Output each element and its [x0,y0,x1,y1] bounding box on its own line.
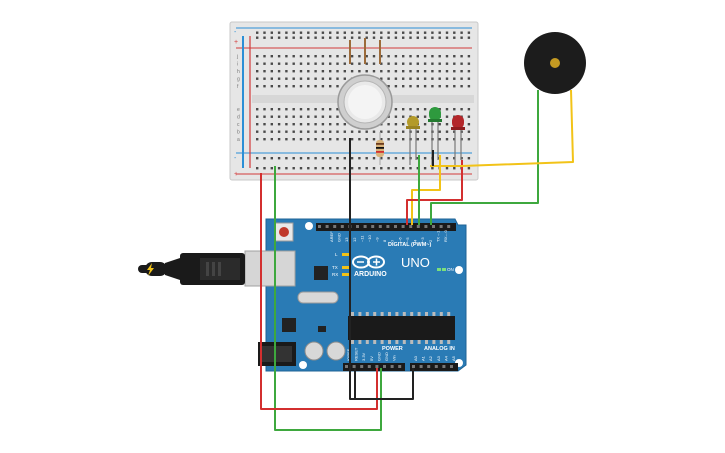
pin-label: ~6 [397,237,402,242]
pin-label: AREF [329,231,334,242]
pin-label: A2 [428,355,433,361]
rail-minus-label-bottom: - [234,155,237,162]
reset-button[interactable] [274,222,294,242]
pin-label: 7 [390,239,395,242]
wire-yellow-buzzer [430,89,574,167]
wire-red-power [260,173,378,410]
pin-label: RESET [354,347,359,361]
led-tx-label: TX [332,265,338,270]
wire-yellow-led [411,155,441,225]
usb-port [244,250,296,287]
power-header[interactable] [343,363,405,371]
pin-label: GND [376,352,381,361]
pin-label: 2 [428,239,433,242]
row-letter: e [237,107,240,113]
yellow-led[interactable] [406,116,420,165]
pin-label: A5 [451,355,456,361]
row-letter: j [236,54,238,60]
usb-cable[interactable] [138,253,245,285]
pin-label: IOREF [346,348,351,361]
wires[interactable] [260,89,574,431]
row-letter: c [237,122,240,128]
gas-sensor-pins [349,38,381,64]
pin-label: A3 [436,355,441,361]
pin-label: 5V [369,356,374,361]
brand-label: ARDUINO [354,271,387,278]
row-letter: i [237,62,238,68]
wire-black-sensor [349,138,414,400]
analog-header[interactable] [410,363,458,371]
gas-sensor[interactable] [337,74,393,130]
power-label: POWER [382,346,403,352]
on-label: ON [447,267,454,272]
green-led[interactable] [428,107,442,165]
digital-label: DIGITAL (PWM~) [388,242,432,248]
pin-label: ~3 [420,237,425,242]
pin-label: ~5 [405,237,410,242]
pin-label: ~10 [367,234,372,242]
row-letter: f [237,84,239,90]
rail-plus-label: + [234,39,238,46]
pin-label: A0 [413,355,418,361]
atmega-chip [348,316,455,340]
pin-label: GND [384,352,389,361]
red-led[interactable] [451,115,465,165]
lightning-icon [147,263,154,276]
analog-label: ANALOG IN [424,346,455,352]
led-rx-label: RX [332,272,338,277]
row-letter: g [237,77,240,83]
led-l-label: L [335,252,338,257]
pin-label: 8 [382,239,387,242]
pin-label: 3.3V [361,352,366,361]
pin-label: 12 [352,237,357,242]
row-letter: a [237,137,240,143]
pin-label: TX→1 [435,230,440,242]
resistor[interactable] [376,132,384,165]
rail-plus-label-bottom: + [234,171,238,178]
wire-green-buzzer [430,90,539,225]
pin-label: 13 [344,237,349,242]
pin-label: GND [337,233,342,242]
pin-label: A4 [443,355,448,361]
rail-minus-label: - [234,29,237,36]
model-label: UNO [401,255,430,270]
row-letter: h [237,69,240,75]
pin-label: ~9 [375,237,380,242]
pin-label: Vin [392,355,397,361]
pin-label: ~11 [359,235,364,242]
pin-label: RX←0 [443,229,448,242]
pin-label: A1 [421,355,426,361]
on-led: ON [437,267,454,272]
onboard-leds: L TX RX [332,252,349,277]
row-letter: d [237,115,240,121]
arduino-logo-icon [352,255,385,269]
pin-label: 4 [413,239,418,242]
wire-red-led [406,160,463,225]
piezo-buzzer[interactable] [524,32,586,94]
row-letter: b [237,130,240,136]
digital-header[interactable] [316,223,456,231]
